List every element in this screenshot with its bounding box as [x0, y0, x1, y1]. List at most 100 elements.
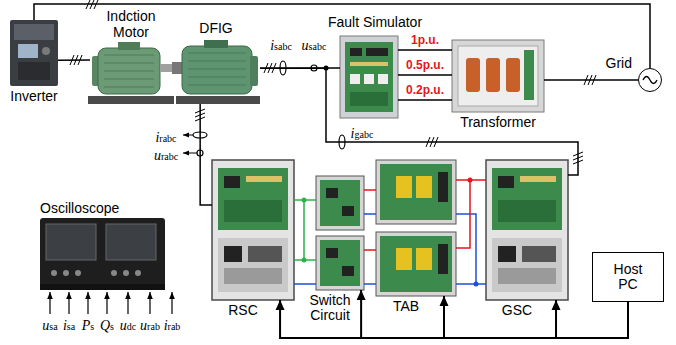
tab-board	[376, 232, 456, 296]
probe-input-arrow	[106, 292, 107, 314]
dfig-body	[182, 46, 252, 94]
inverter-display	[18, 44, 38, 58]
fault-level-label: 0.2p.u.	[405, 84, 445, 98]
three-phase-wire	[58, 59, 90, 61]
ac-source-sine	[643, 77, 657, 84]
node-label: DFIG	[199, 21, 232, 36]
tab-pcb	[380, 164, 452, 220]
tab-transformer	[396, 176, 412, 198]
motor-shaft	[160, 64, 174, 72]
tab-board	[376, 160, 456, 224]
pcb-relay	[364, 74, 374, 84]
probe-input-arrow	[149, 292, 150, 314]
probe-input-arrow	[49, 292, 50, 314]
pcb-chip	[342, 266, 354, 276]
measurement-arrow	[183, 135, 193, 136]
pcb-chip	[438, 172, 448, 202]
power-module	[498, 246, 516, 262]
signal-name: isabc	[270, 39, 292, 53]
pcb-chip	[498, 176, 514, 188]
fault-branch-wire	[398, 74, 452, 76]
node-label: Inverter	[10, 89, 57, 104]
probe-input-arrow	[87, 292, 88, 314]
transformer-coil	[486, 58, 500, 92]
signal-label-holder: urab	[140, 316, 160, 334]
heatsink	[224, 268, 282, 284]
signal-name: urabc	[154, 149, 178, 163]
node-label: GSC	[502, 303, 532, 318]
signal-label-holder: usa	[42, 316, 57, 334]
dc-positive-wire	[364, 180, 470, 250]
signal-name: irab	[164, 319, 181, 333]
oscilloscope-knob	[75, 270, 81, 276]
dfig-terminal-box	[204, 40, 228, 48]
heatsink	[498, 268, 556, 284]
node-label: Oscilloscope	[40, 201, 119, 216]
pcb-relay	[378, 74, 388, 84]
motor-body	[98, 48, 160, 94]
connectors	[34, 4, 650, 338]
edge-label-holder: 0.2p.u.	[405, 80, 445, 98]
pcb-chip	[342, 206, 354, 216]
oscilloscope-knob	[111, 270, 117, 276]
oscilloscope-knob	[63, 270, 69, 276]
rotor-wire	[200, 104, 212, 205]
gsc-grid-wire	[260, 68, 578, 175]
node-label: Switch Circuit	[304, 293, 356, 324]
pcb-connector	[520, 176, 556, 182]
signal-name: udc	[120, 319, 136, 333]
transformer-unit: Transformer	[452, 40, 544, 112]
motor-fins	[104, 55, 154, 87]
signal-label-holder: usabc	[302, 36, 327, 54]
gsc-pcb	[492, 168, 562, 230]
oscilloscope-unit: Oscilloscope	[40, 218, 165, 290]
node-label: Host PC	[608, 262, 648, 293]
node-label: Fault Simulator	[328, 15, 422, 30]
pcb-terminal	[350, 92, 388, 106]
pcb-relay	[350, 74, 360, 84]
gsc-cabinet	[486, 160, 568, 300]
switch-wire	[294, 200, 316, 260]
oscilloscope-knob	[51, 270, 57, 276]
dfig-endcap	[250, 56, 258, 86]
tab-transformer	[416, 248, 432, 270]
dc-positive-wire	[364, 189, 376, 191]
measurement-arrow	[183, 153, 197, 154]
signal-label-holder: irabc	[155, 128, 176, 146]
dfig-base	[176, 96, 260, 104]
fault-simulator: Fault Simulator	[340, 36, 398, 118]
fault-simulator-case	[340, 36, 398, 118]
motor-terminal-box	[118, 42, 140, 50]
dfig-fins	[188, 53, 246, 85]
oscilloscope-screen	[46, 224, 96, 260]
node-label: TAB	[393, 299, 419, 314]
node-label: Transformer	[460, 115, 536, 130]
oscilloscope-base	[40, 284, 165, 290]
oscilloscope-knob	[123, 270, 129, 276]
grid-wire	[34, 4, 650, 68]
dc-negative-wire	[294, 214, 486, 284]
rsc-pcb	[218, 168, 288, 230]
signal-name: isa	[63, 319, 75, 333]
node-label: RSC	[228, 303, 258, 318]
tab-transformer	[396, 248, 412, 270]
pcb-chip	[350, 48, 362, 56]
pcb-driver	[498, 200, 556, 222]
pcb-driver	[224, 200, 282, 222]
rsc-power-stage	[218, 238, 288, 292]
converter-cabinet: RSC	[212, 160, 294, 300]
node-label: Indction Motor	[100, 9, 162, 40]
signal-name: usabc	[302, 39, 327, 53]
tab-pcb	[380, 236, 452, 292]
power-module	[224, 246, 242, 262]
signal-label-holder: urabc	[154, 146, 178, 164]
probe-input-arrow	[68, 292, 69, 314]
inverter-vent	[18, 62, 50, 80]
fault-level-label: 1p.u.	[410, 34, 440, 48]
signal-label-holder: udc	[120, 316, 136, 334]
pcb-chip	[366, 48, 388, 56]
power-module	[522, 246, 556, 262]
transformer-coil	[466, 58, 480, 92]
pcb-chip	[326, 248, 338, 258]
